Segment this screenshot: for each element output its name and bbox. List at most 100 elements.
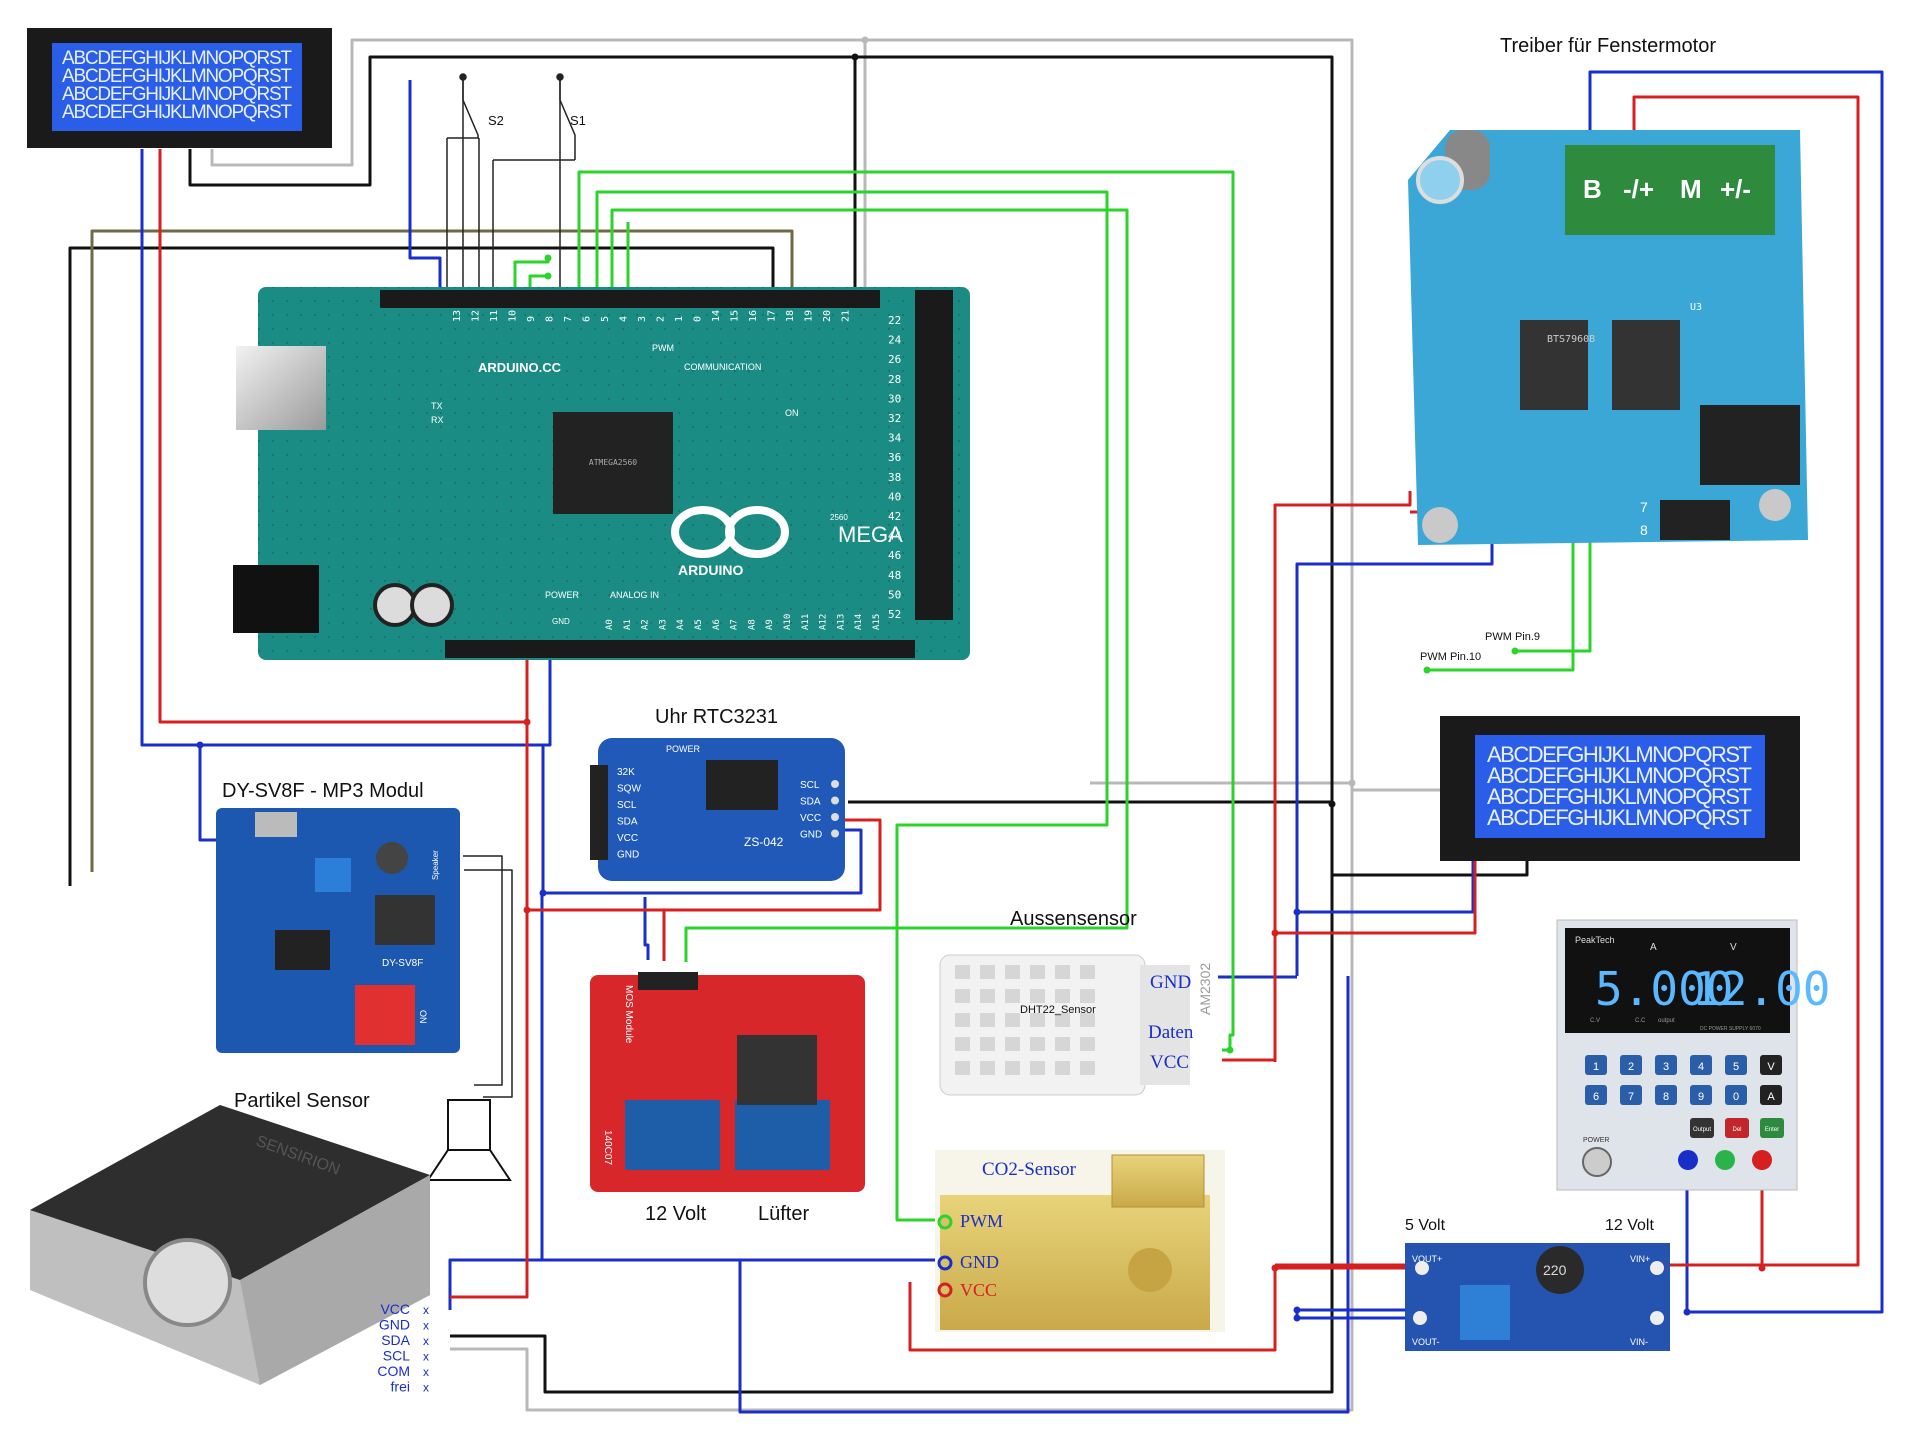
- arduino-right-pin-label: 32: [888, 412, 901, 425]
- co2-pwm-label: PWM: [960, 1211, 1003, 1231]
- arduino-analog-pin-label: A5: [694, 619, 704, 630]
- buck-vout-plus: VOUT+: [1412, 1254, 1442, 1264]
- dht22-vent-hole: [980, 1061, 995, 1075]
- psu-a-label: A: [1650, 942, 1657, 953]
- mp3-on-label: ON: [418, 1010, 428, 1024]
- dht22-vent-hole: [1030, 1061, 1045, 1075]
- arduino-right-pin-label: 36: [888, 451, 901, 464]
- buck-vin-minus: VIN-: [1630, 1337, 1648, 1347]
- psu-function-key[interactable]: [1690, 1118, 1714, 1138]
- arduino-analog-pin-label: A10: [783, 614, 793, 630]
- mosfet-module: MOS Module 140C07: [590, 972, 865, 1192]
- psu-key-label: 0: [1733, 1091, 1739, 1103]
- dht22-vent-hole: [1005, 1037, 1020, 1051]
- arduino-top-pin-label: 15: [730, 310, 741, 322]
- psu-function-key[interactable]: [1760, 1118, 1784, 1138]
- rtc-power-label: POWER: [666, 744, 701, 754]
- arduino-analog-pin-label: A11: [801, 614, 811, 630]
- psu-function-key-label: Del: [1732, 1127, 1741, 1133]
- dht22-vent-hole: [1005, 989, 1020, 1003]
- psu-cc-label: C.C: [1635, 1018, 1646, 1024]
- arduino-comm-label: COMMUNICATION: [684, 362, 761, 372]
- psu-key-label: 6: [1593, 1091, 1599, 1103]
- power-supply: PeakTech A V 5.000 12.00 C.V C.C output …: [1556, 919, 1830, 1191]
- psu-key-label: 1: [1593, 1061, 1599, 1073]
- particle-pin-label: SCL: [383, 1348, 410, 1364]
- psu-key[interactable]: [1725, 1055, 1747, 1075]
- driver-terminal-label: M: [1680, 174, 1702, 204]
- arduino-top-pin-label: 13: [452, 310, 463, 322]
- psu-output-label: output: [1658, 1018, 1675, 1024]
- dht22-vent-hole: [955, 965, 970, 979]
- arduino-tx-label: TX: [431, 401, 443, 411]
- arduino-on-label: ON: [785, 408, 799, 418]
- psu-function-key[interactable]: [1725, 1118, 1749, 1138]
- psu-key-label: 8: [1663, 1091, 1669, 1103]
- arduino-top-pin-label: 17: [767, 310, 778, 322]
- arduino-top-pin-label: 3: [637, 316, 648, 322]
- dht22-vent-hole: [1080, 1061, 1095, 1075]
- arduino-rx-label: RX: [431, 415, 444, 425]
- buck-vin-plus: VIN+: [1630, 1254, 1650, 1264]
- arduino-analog-pin-label: A14: [854, 614, 864, 630]
- mosfet-code-label: 140C07: [602, 1130, 613, 1165]
- psu-key[interactable]: [1655, 1055, 1677, 1075]
- arduino-top-pin-label: 7: [563, 316, 574, 322]
- dht22-vent-hole: [1080, 1013, 1095, 1027]
- psu-function-key-label: Output: [1693, 1127, 1711, 1133]
- arduino-right-pin-label: 26: [888, 353, 901, 366]
- buck-vout-minus: VOUT-: [1412, 1337, 1440, 1347]
- arduino-top-pin-label: 5: [600, 316, 611, 322]
- psu-key[interactable]: [1585, 1085, 1607, 1105]
- psu-key-label: 5: [1733, 1061, 1739, 1073]
- arduino-right-pin-label: 44: [888, 530, 902, 543]
- psu-key-a[interactable]: [1760, 1085, 1782, 1105]
- particle-pin-label: frei: [391, 1379, 410, 1395]
- dht22-vent-hole: [955, 989, 970, 1003]
- psu-key[interactable]: [1690, 1085, 1712, 1105]
- particle-pin-mark: x: [423, 1365, 429, 1379]
- psu-voltage-display: 12.00: [1692, 962, 1830, 1016]
- psu-key-v-label: V: [1767, 1061, 1775, 1073]
- driver-terminal-label: +/-: [1720, 174, 1751, 204]
- mp3-title: DY-SV8F - MP3 Modul: [222, 780, 424, 802]
- psu-key[interactable]: [1690, 1055, 1712, 1075]
- rtc-right-pin-hole: [831, 780, 839, 788]
- psu-key[interactable]: [1585, 1055, 1607, 1075]
- dht22-vent-hole: [980, 965, 995, 979]
- psu-key-label: 2: [1628, 1061, 1634, 1073]
- dht22-holes: [955, 965, 1095, 1075]
- switch-s2-label: S2: [488, 113, 504, 128]
- arduino-top-pin-label: 18: [785, 310, 796, 322]
- driver-chip1-label: BTS7960B: [1547, 334, 1595, 345]
- arduino-analog-pin-label: A13: [836, 614, 846, 630]
- dht22-vent-hole: [980, 1037, 995, 1051]
- psu-key-v[interactable]: [1760, 1055, 1782, 1075]
- dht22-vent-hole: [1005, 1061, 1020, 1075]
- particle-pin-label: GND: [379, 1317, 410, 1333]
- psu-current-display: 5.000: [1595, 962, 1733, 1016]
- dht22-vent-hole: [1055, 965, 1070, 979]
- arduino-top-pin-label: 21: [841, 310, 852, 322]
- co2-sensor: CO2-Sensor PWM GND VCC: [935, 1150, 1225, 1332]
- psu-key[interactable]: [1655, 1085, 1677, 1105]
- switch-s1-label: S1: [570, 113, 586, 128]
- dht22-sensor: DHT22_Sensor AM2302 GND Daten VCC: [939, 954, 1213, 1096]
- arduino-analog-pin-label: A1: [623, 619, 633, 630]
- psu-cv-label: C.V: [1590, 1018, 1600, 1024]
- mp3-module: DY-SV8F Speaker ON: [216, 808, 460, 1053]
- dht22-vent-hole: [1080, 965, 1095, 979]
- psu-key[interactable]: [1620, 1055, 1642, 1075]
- lcd-top-line-1: ABCDEFGHIJKLMNOPQRST: [62, 48, 292, 69]
- rtc-left-pin-label: SQW: [617, 784, 641, 795]
- arduino-top-pin-label: 2: [656, 316, 667, 322]
- particle-pin-label: COM: [377, 1363, 410, 1379]
- arduino-top-pin-label: 14: [711, 310, 722, 322]
- arduino-top-pin-label: 12: [471, 310, 482, 322]
- dht22-name-label: DHT22_Sensor: [1020, 1004, 1096, 1016]
- dht22-vent-hole: [980, 1013, 995, 1027]
- psu-power-knob[interactable]: [1582, 1147, 1612, 1177]
- psu-key[interactable]: [1725, 1085, 1747, 1105]
- psu-key[interactable]: [1620, 1085, 1642, 1105]
- psu-model-label: DC POWER SUPPLY 6070: [1700, 1026, 1761, 1032]
